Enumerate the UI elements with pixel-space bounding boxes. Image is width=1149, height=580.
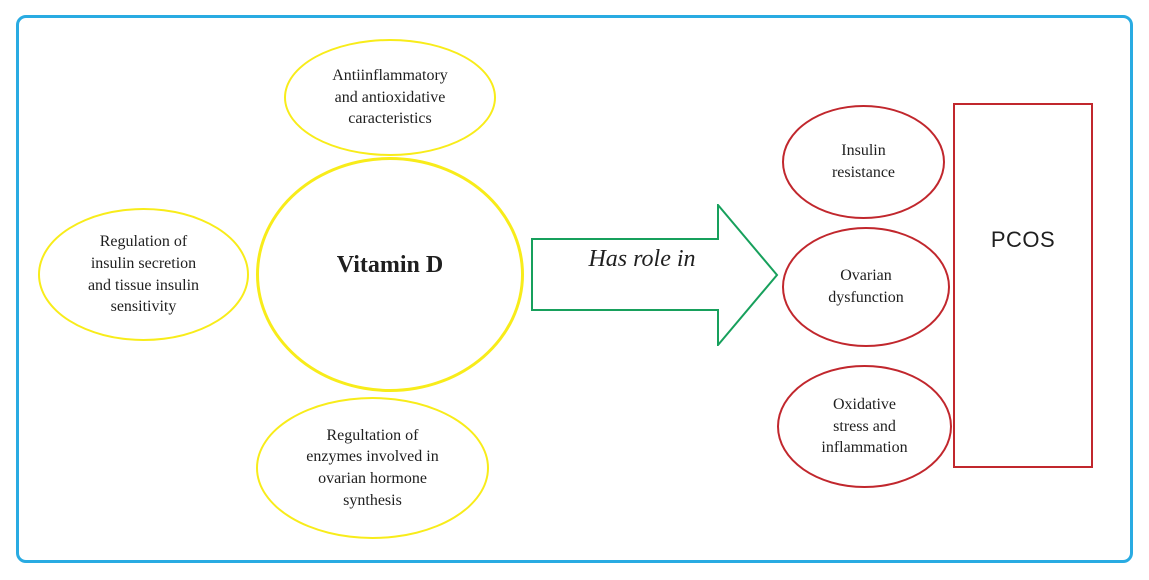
has-role-in-arrow-icon — [531, 204, 779, 346]
factor-label-insulin-regulation: Regulation of insulin secretion and tiss… — [87, 233, 200, 316]
factor-label-antiinflammatory: Antiinflammatory and antioxidative carac… — [332, 67, 448, 128]
arrow-label: Has role in — [588, 246, 696, 272]
effect-label-oxidative-stress: Oxidative stress and inflammation — [821, 396, 908, 457]
factor-ellipse-antiinflammatory: Antiinflammatory and antioxidative carac… — [284, 39, 496, 156]
center-node-vitamin-d: Vitamin D — [256, 157, 524, 392]
effect-ellipse-insulin-resistance: Insulin resistance — [782, 105, 945, 219]
effect-ellipse-oxidative-stress: Oxidative stress and inflammation — [777, 365, 952, 488]
factor-ellipse-insulin-regulation: Regulation of insulin secretion and tiss… — [38, 208, 249, 341]
effect-label-ovarian-dysfunction: Ovarian dysfunction — [828, 267, 904, 306]
center-node-label: Vitamin D — [336, 252, 444, 279]
effect-label-insulin-resistance: Insulin resistance — [831, 142, 896, 181]
effect-ellipse-ovarian-dysfunction: Ovarian dysfunction — [782, 227, 950, 347]
outcome-rectangle-pcos: PCOS — [953, 103, 1093, 468]
factor-ellipse-enzyme-regulation: Regultation of enzymes involved in ovari… — [256, 397, 489, 539]
outcome-label-pcos: PCOS — [990, 227, 1056, 252]
factor-label-enzyme-regulation: Regultation of enzymes involved in ovari… — [306, 426, 439, 509]
